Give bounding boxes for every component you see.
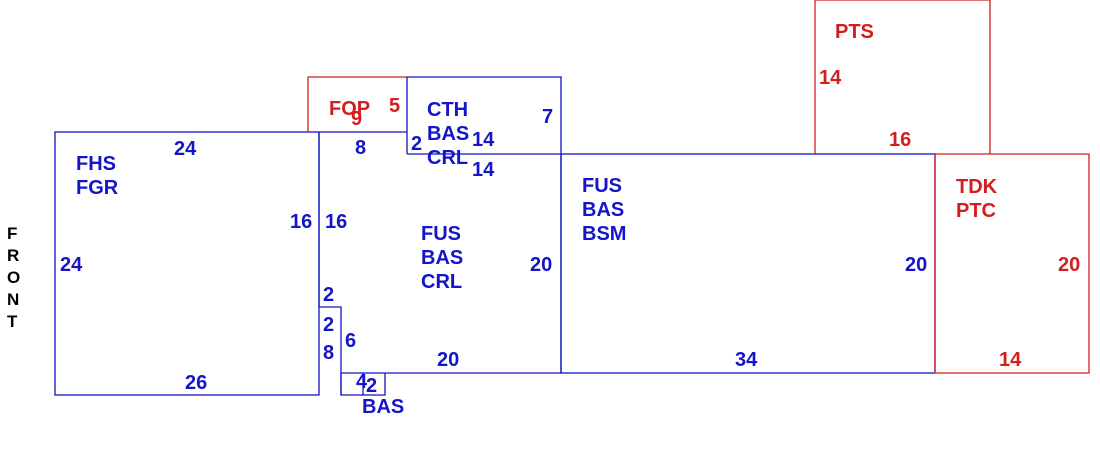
fus-bsm-code: BSM xyxy=(582,223,626,245)
dimension-label: 34 xyxy=(735,349,758,371)
tdk-code: TDK xyxy=(956,176,998,198)
pts-area-outline xyxy=(814,0,991,154)
dimension-label: 2 xyxy=(411,133,422,155)
tdk-code: PTC xyxy=(956,200,996,222)
dimension-label: 14 xyxy=(999,349,1022,371)
dimension-label: 20 xyxy=(530,254,552,276)
dimension-label: 26 xyxy=(185,372,207,394)
front-label: F R O N T xyxy=(7,224,20,331)
fus-crl-code: BAS xyxy=(421,247,463,269)
front-letter: T xyxy=(7,312,18,331)
dimension-label: 7 xyxy=(542,106,553,128)
dimension-label: 16 xyxy=(290,211,312,233)
front-letter: F xyxy=(7,224,17,243)
dimension-label: 2 xyxy=(323,284,334,306)
cth-area-outline xyxy=(406,76,562,154)
front-letter: N xyxy=(7,290,19,309)
dimension-label: 16 xyxy=(325,211,347,233)
fhs-code: FHS xyxy=(76,153,116,175)
dimension-label: 2 xyxy=(323,314,334,336)
dimension-label: 6 xyxy=(345,330,356,352)
fus-bsm-code: BAS xyxy=(582,199,624,221)
dimension-label: 8 xyxy=(323,342,334,364)
dimension-label: 20 xyxy=(437,349,459,371)
dimension-label: 20 xyxy=(1058,254,1080,276)
dimension-label: 20 xyxy=(905,254,927,276)
fus-crl-area-outline xyxy=(318,132,342,395)
pts-code: PTS xyxy=(835,21,874,43)
cth-code: CRL xyxy=(427,147,468,169)
fus-bsm-code: FUS xyxy=(582,175,622,197)
dimension-label: 14 xyxy=(472,159,495,181)
tdk-area-outline xyxy=(934,153,1090,374)
dimension-label: 14 xyxy=(472,129,495,151)
dimension-label: 5 xyxy=(389,95,400,117)
dimension-label: 14 xyxy=(819,67,842,89)
fop-area-outline xyxy=(307,76,407,132)
dimension-label: 24 xyxy=(60,254,83,276)
dimension-label: 2 xyxy=(366,375,377,397)
fus-crl-code: CRL xyxy=(421,271,462,293)
dimension-label: 24 xyxy=(174,138,197,160)
cth-code: CTH xyxy=(427,99,468,121)
dimension-label: 4 xyxy=(356,371,368,393)
dimension-label: 16 xyxy=(889,129,911,151)
fhs-code: FGR xyxy=(76,177,119,199)
fop-code: FOP xyxy=(329,98,370,120)
front-letter: R xyxy=(7,246,19,265)
front-letter: O xyxy=(7,268,20,287)
cth-code: BAS xyxy=(427,123,469,145)
fus-crl-code: FUS xyxy=(421,223,461,245)
dimension-label: 9 xyxy=(351,108,362,130)
dimension-label: 8 xyxy=(355,137,366,159)
small-bas-code: BAS xyxy=(362,396,404,418)
